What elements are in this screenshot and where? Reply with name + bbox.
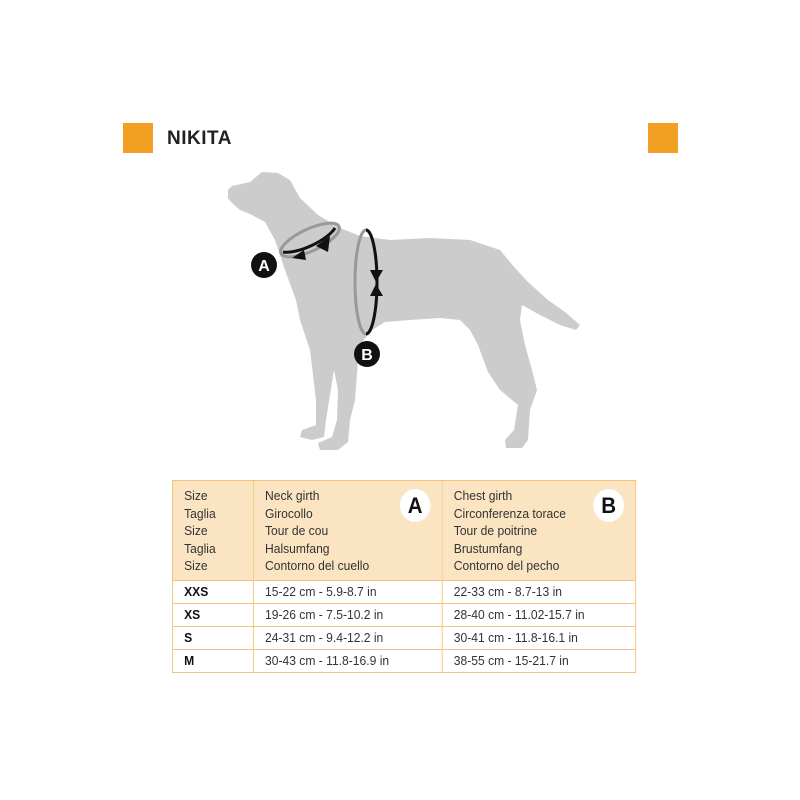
- header-line: Chest girth: [453, 488, 513, 503]
- chest-cell: 22-33 cm - 8.7-13 in: [441, 579, 637, 604]
- table-header: Size Taglia Size Taglia Size Neck girth …: [171, 480, 637, 581]
- size-header: Size Taglia Size Taglia Size: [171, 480, 254, 581]
- arrow-icon: [370, 270, 383, 282]
- marker-a-label: A: [258, 258, 270, 275]
- header-line: Contorno del cuello: [265, 558, 370, 573]
- header-line: Size: [184, 488, 208, 503]
- header-line: Taglia: [184, 540, 216, 556]
- chest-cell: 30-41 cm - 11.8-16.1 in: [441, 625, 637, 650]
- arrow-icon: [316, 236, 330, 252]
- marker-b-label: B: [361, 347, 373, 364]
- neck-cell: 30-43 cm - 11.8-16.9 in: [252, 648, 443, 673]
- header-line: Taglia: [184, 505, 216, 521]
- size-cell: S: [171, 625, 254, 650]
- header-line: Brustumfang: [453, 540, 523, 556]
- size-cell: XS: [171, 602, 254, 627]
- neck-ring-front: [282, 227, 337, 254]
- header-line: Circonferenza torace: [453, 505, 567, 521]
- table-row: XS 19-26 cm - 7.5-10.2 in 28-40 cm - 11.…: [171, 602, 637, 627]
- dog-silhouette: [228, 172, 580, 450]
- badge-a: A: [399, 489, 431, 522]
- size-cell: M: [171, 648, 254, 673]
- arrow-icon: [370, 284, 383, 296]
- header-line: Tour de cou: [265, 523, 329, 538]
- arrow-icon: [292, 250, 306, 260]
- header-line: Girocollo: [265, 505, 313, 521]
- chest-ring-front: [365, 228, 379, 336]
- header-line: Neck girth: [265, 488, 320, 503]
- neck-ring-back: [279, 221, 341, 259]
- size-table: Size Taglia Size Taglia Size Neck girth …: [171, 480, 637, 673]
- neck-cell: 19-26 cm - 7.5-10.2 in: [252, 602, 443, 627]
- neck-header: Neck girth Girocollo Tour de cou Halsumf…: [252, 480, 443, 581]
- orange-square-left: [123, 123, 153, 153]
- product-title: NIKITA: [167, 128, 232, 149]
- chest-cell: 38-55 cm - 15-21.7 in: [441, 648, 637, 673]
- neck-cell: 24-31 cm - 9.4-12.2 in: [252, 625, 443, 650]
- marker-b-icon: [354, 341, 380, 367]
- table-row: M 30-43 cm - 11.8-16.9 in 38-55 cm - 15-…: [171, 648, 637, 673]
- neck-cell: 15-22 cm - 5.9-8.7 in: [252, 579, 443, 604]
- header-line: Halsumfang: [265, 540, 330, 556]
- header-line: Size: [184, 558, 208, 573]
- header-line: Tour de poitrine: [453, 523, 538, 538]
- table-row: S 24-31 cm - 9.4-12.2 in 30-41 cm - 11.8…: [171, 625, 637, 650]
- table-row: XXS 15-22 cm - 5.9-8.7 in 22-33 cm - 8.7…: [171, 579, 637, 604]
- chest-header: Chest girth Circonferenza torace Tour de…: [441, 480, 637, 581]
- header-line: Size: [184, 523, 208, 538]
- header-line: Contorno del pecho: [453, 558, 560, 573]
- badge-b: B: [593, 489, 624, 522]
- marker-a-icon: [251, 252, 277, 278]
- orange-square-right: [648, 123, 678, 153]
- chest-cell: 28-40 cm - 11.02-15.7 in: [441, 602, 637, 627]
- size-cell: XXS: [171, 579, 254, 604]
